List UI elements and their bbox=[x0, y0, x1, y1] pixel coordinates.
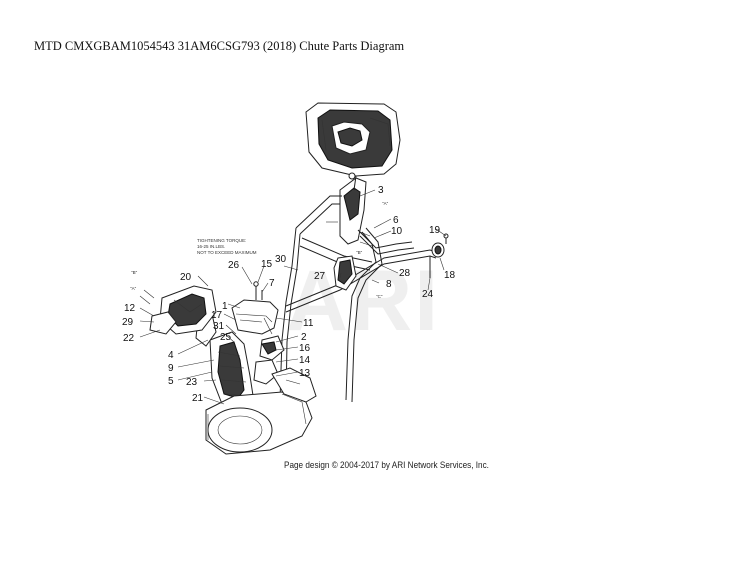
callout-4: 4 bbox=[168, 350, 174, 361]
callout-18: 18 bbox=[444, 270, 456, 281]
crank-knob bbox=[429, 233, 449, 278]
torque-note-line-3: NOT TO EXCEED MAXIMUM bbox=[197, 250, 257, 255]
callout-27: 27 bbox=[314, 271, 326, 282]
page-title: MTD CMXGBAM1054543 31AM6CSG793 (2018) Ch… bbox=[34, 39, 405, 53]
callout-9: 9 bbox=[168, 363, 174, 374]
callout-6: 6 bbox=[393, 215, 399, 226]
auger-housing bbox=[205, 367, 317, 455]
callout-30: 30 bbox=[275, 254, 287, 265]
callout-7: 7 bbox=[269, 278, 275, 289]
upper-crank-bracket bbox=[326, 172, 373, 247]
torque-note-line-2: 16-25 IN.LBS. bbox=[197, 244, 225, 249]
callout-14: 14 bbox=[299, 355, 311, 366]
callout-22: 22 bbox=[123, 333, 135, 344]
callout-10: 10 bbox=[391, 226, 403, 237]
callout-12: 12 bbox=[124, 303, 136, 314]
callout-24: 24 bbox=[422, 289, 434, 300]
watermark: ARI bbox=[286, 253, 441, 349]
callout-17: 17 bbox=[211, 310, 223, 321]
callout-2: 2 bbox=[301, 332, 307, 343]
lower-crank-bracket bbox=[253, 317, 285, 385]
chute-gearbox bbox=[231, 281, 279, 335]
callout-29: 29 bbox=[122, 317, 134, 328]
leader-lines bbox=[139, 189, 447, 405]
callout-15: 15 bbox=[261, 259, 273, 270]
chute-control-rod bbox=[285, 229, 437, 313]
callout-5: 5 bbox=[168, 376, 174, 387]
callout-19: 19 bbox=[429, 225, 441, 236]
callout-11: 11 bbox=[303, 318, 314, 329]
dashboard-panel bbox=[305, 102, 401, 177]
callout-25: 25 bbox=[220, 332, 232, 343]
callout-21: 21 bbox=[192, 393, 204, 404]
ref-mark-a-upper: "A" bbox=[382, 201, 389, 206]
callout-23: 23 bbox=[186, 377, 198, 388]
callout-numbers: 3 6 10 19 18 28 24 30 27 8 26 15 7 20 1 … bbox=[122, 185, 456, 404]
torque-note-line-1: TIGHTENING TORQUE: bbox=[197, 238, 246, 243]
callout-13: 13 bbox=[299, 368, 311, 379]
ref-mark-b-right: "B" bbox=[356, 250, 363, 255]
callout-26: 26 bbox=[228, 260, 240, 271]
callout-28: 28 bbox=[399, 268, 411, 279]
callout-1: 1 bbox=[222, 301, 228, 312]
callout-20: 20 bbox=[180, 272, 192, 283]
callout-3: 3 bbox=[378, 185, 384, 196]
callout-8: 8 bbox=[386, 279, 392, 290]
callout-31: 31 bbox=[213, 321, 225, 332]
chute-deflector bbox=[139, 285, 217, 335]
ref-mark-b-left: "B" bbox=[131, 270, 138, 275]
ref-mark-c: "C" bbox=[376, 294, 383, 299]
copyright-notice: Page design © 2004-2017 by ARI Network S… bbox=[284, 460, 489, 471]
ref-mark-a-left: "A" bbox=[130, 286, 137, 291]
callout-16: 16 bbox=[299, 343, 311, 354]
